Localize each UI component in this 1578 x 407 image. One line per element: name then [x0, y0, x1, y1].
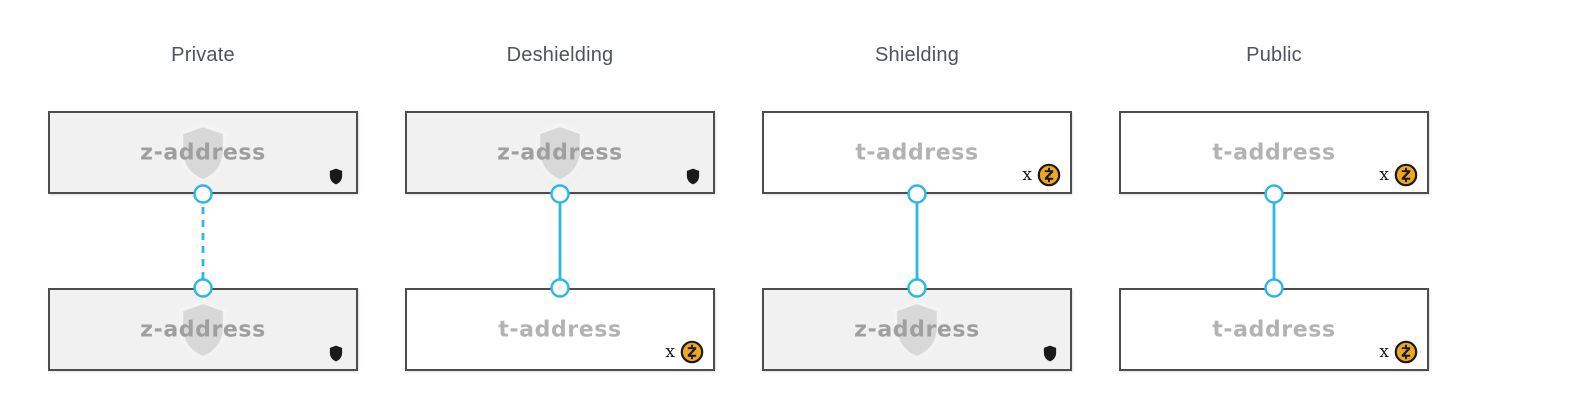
address-label: t-address — [855, 140, 979, 165]
shield-icon — [329, 168, 343, 185]
address-label: z-address — [140, 140, 266, 165]
coin-badge: x — [1022, 163, 1061, 187]
multiplier-x-label: x — [1379, 342, 1389, 362]
address-box-z-bottom: z-address — [762, 288, 1072, 371]
connector-node-icon — [193, 184, 213, 204]
address-label: z-address — [854, 317, 980, 342]
connector-node-icon — [1264, 278, 1284, 298]
address-box-z-top: z-address — [48, 111, 358, 194]
column-title: Public — [1246, 44, 1302, 66]
connector-line-solid — [907, 184, 927, 298]
connector-node-icon — [193, 278, 213, 298]
connector-line-dashed — [193, 184, 213, 298]
zcash-coin-icon — [1037, 163, 1061, 187]
column-public: Public t-address x t-address x — [1119, 0, 1429, 407]
connector-node-icon — [907, 278, 927, 298]
connector-node-icon — [1264, 184, 1284, 204]
shield-icon — [329, 345, 343, 362]
shield-icon — [1043, 345, 1057, 362]
column-title: Deshielding — [506, 44, 614, 66]
connector-line-solid — [550, 184, 570, 298]
zcash-coin-icon — [680, 340, 704, 364]
address-box-t-bottom: t-address x — [1119, 288, 1429, 371]
address-box-t-bottom: t-address x — [405, 288, 715, 371]
connector-node-icon — [907, 184, 927, 204]
connector-node-icon — [550, 278, 570, 298]
address-label: z-address — [497, 140, 623, 165]
zcash-coin-icon — [1394, 340, 1418, 364]
address-label: t-address — [498, 317, 622, 342]
address-box-t-top: t-address x — [762, 111, 1072, 194]
coin-badge: x — [1379, 163, 1418, 187]
multiplier-x-label: x — [665, 342, 675, 362]
coin-badge: x — [1379, 340, 1418, 364]
coin-badge: x — [665, 340, 704, 364]
address-box-z-top: z-address — [405, 111, 715, 194]
address-label: t-address — [1212, 140, 1336, 165]
column-private: Private z-address z-address — [48, 0, 358, 407]
connector-line-solid — [1264, 184, 1284, 298]
connector-node-icon — [550, 184, 570, 204]
address-label: z-address — [140, 317, 266, 342]
address-label: t-address — [1212, 317, 1336, 342]
column-deshielding: Deshielding z-address t-address x — [405, 0, 715, 407]
zcash-coin-icon — [1394, 163, 1418, 187]
multiplier-x-label: x — [1022, 165, 1032, 185]
shield-icon — [686, 168, 700, 185]
multiplier-x-label: x — [1379, 165, 1389, 185]
column-shielding: Shielding t-address x z-address — [762, 0, 1072, 407]
address-box-t-top: t-address x — [1119, 111, 1429, 194]
column-title: Shielding — [874, 44, 960, 66]
column-title: Private — [171, 44, 235, 66]
